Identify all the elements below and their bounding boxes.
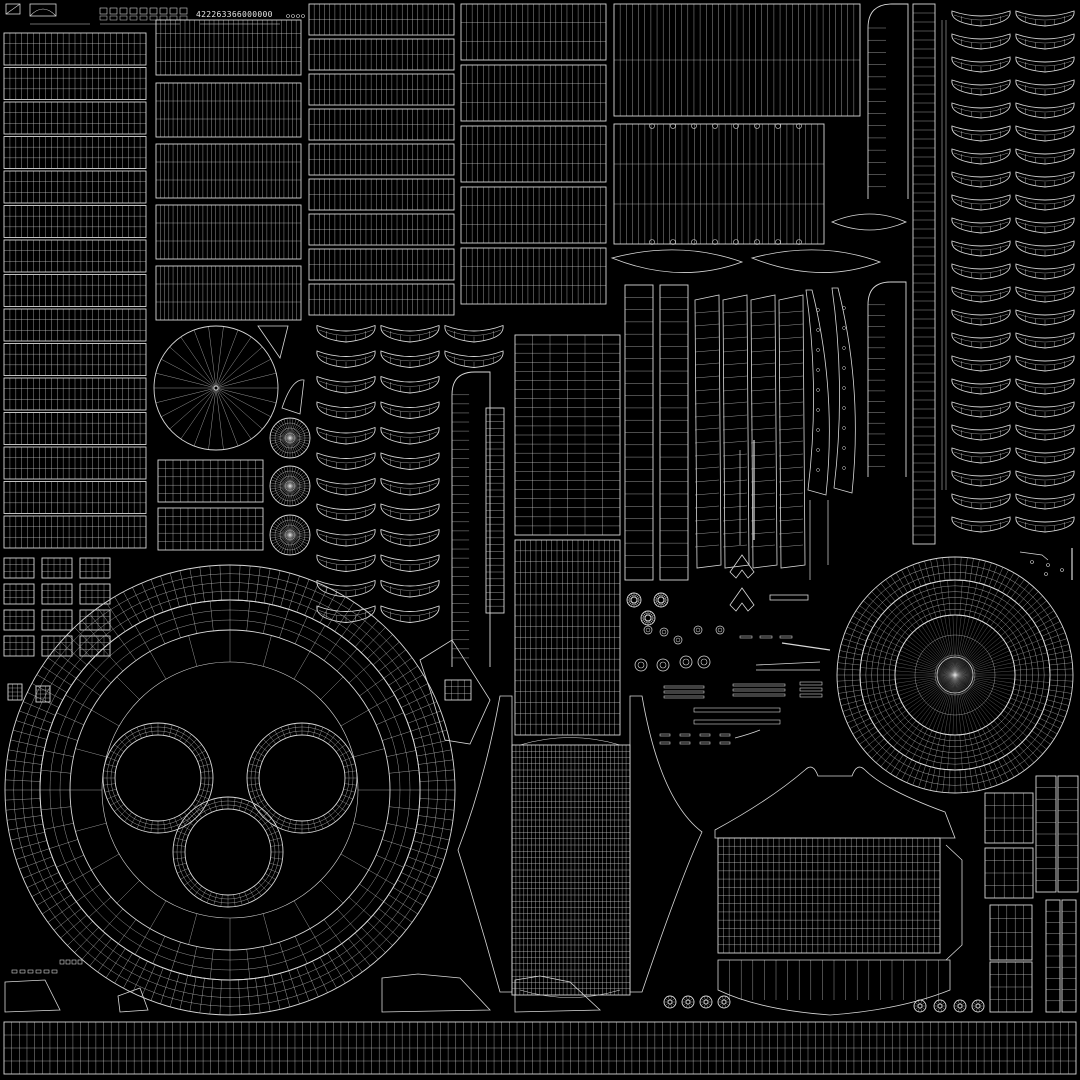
small-grid-patches	[157, 459, 264, 551]
tall-center-panel	[451, 334, 621, 736]
wheel-left-details	[11, 959, 83, 974]
right-gauge-disc	[836, 556, 1074, 794]
small-parts-cluster	[626, 440, 831, 745]
column-2-panels	[155, 19, 302, 321]
column-3-panels	[308, 3, 455, 316]
right-bottom-body	[663, 766, 985, 1016]
right-gauge-small-marks	[1019, 548, 1073, 580]
left-strip-column	[3, 32, 147, 549]
column-4-panels	[460, 3, 607, 305]
radial-fan	[153, 325, 305, 451]
tiny-left-cluster	[3, 557, 111, 703]
bottom-long-strip	[3, 1021, 1077, 1075]
uv-label-text: 422263366000000	[196, 10, 273, 19]
far-right-small-boxes	[984, 775, 1079, 1013]
small-discs	[269, 417, 311, 556]
middle-bean-grid	[316, 324, 504, 623]
top-right-boxes	[613, 3, 909, 245]
center-bottom-body	[457, 695, 703, 998]
right-bean-grid	[951, 10, 1075, 533]
vertical-strip-cluster	[610, 249, 907, 581]
tall-vertical-strip	[912, 3, 947, 545]
big-wheel	[4, 564, 456, 1016]
top-marks	[5, 3, 305, 25]
